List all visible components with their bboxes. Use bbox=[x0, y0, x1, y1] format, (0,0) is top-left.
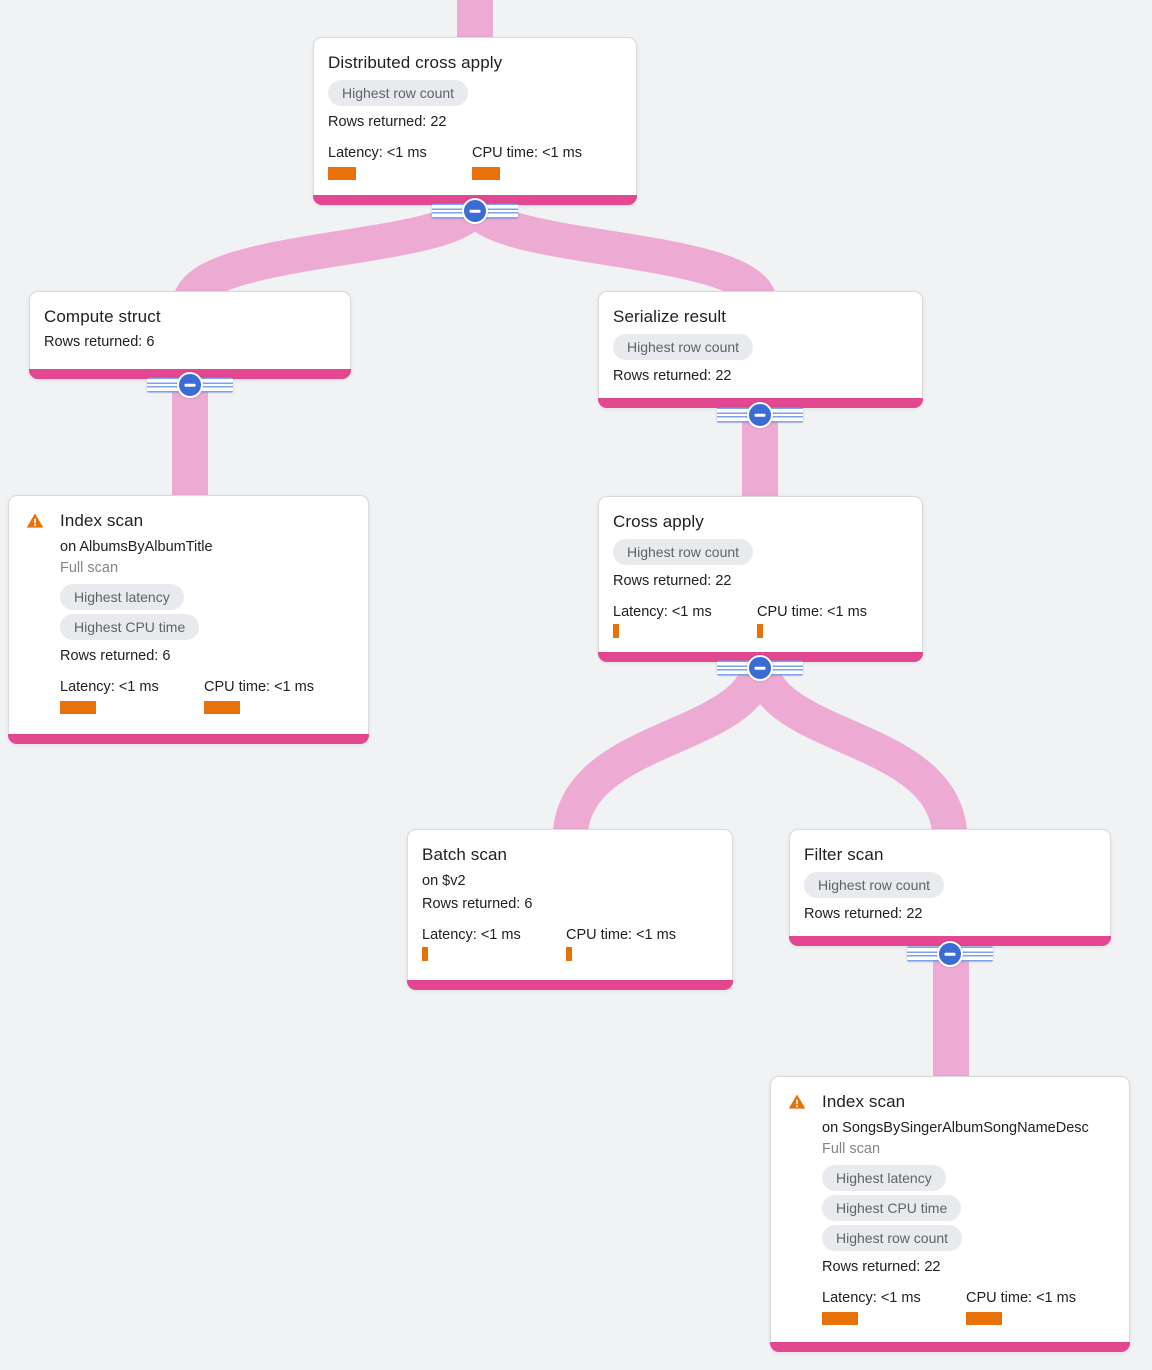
latency-label: Latency: <1 ms bbox=[60, 679, 159, 695]
rows-returned: Rows returned: 22 bbox=[328, 114, 447, 130]
edge-filter-index bbox=[933, 948, 969, 1083]
cpu-time-label: CPU time: <1 ms bbox=[472, 145, 582, 161]
latency-label: Latency: <1 ms bbox=[328, 145, 427, 161]
node-title: Batch scan bbox=[422, 845, 508, 864]
cpu-time-bar bbox=[966, 1312, 1002, 1325]
badge-highest-cpu-time: Highest CPU time bbox=[822, 1195, 962, 1221]
edge-root-serialize-result bbox=[457, 197, 778, 309]
badge-highest-row-count: Highest row count bbox=[804, 872, 945, 898]
node-serialize-result[interactable]: Serialize result Highest row count Rows … bbox=[598, 291, 923, 408]
minus-icon bbox=[937, 941, 963, 967]
rows-returned: Rows returned: 22 bbox=[804, 906, 923, 922]
node-distributed-cross-apply[interactable]: Distributed cross apply Highest row coun… bbox=[313, 37, 637, 205]
node-title: Index scan bbox=[60, 511, 144, 530]
rows-returned: Rows returned: 6 bbox=[44, 334, 155, 350]
node-compute-struct[interactable]: Compute struct Rows returned: 6 bbox=[29, 291, 351, 379]
node-title: Compute struct bbox=[44, 307, 161, 326]
rows-returned: Rows returned: 22 bbox=[613, 368, 732, 384]
scan-type-label: Full scan bbox=[822, 1141, 881, 1157]
minus-icon bbox=[177, 372, 203, 398]
collapse-button-serialize-result[interactable] bbox=[717, 402, 803, 428]
badge-highest-row-count: Highest row count bbox=[822, 1225, 963, 1251]
node-footer-bar bbox=[770, 1342, 1130, 1352]
latency-label: Latency: <1 ms bbox=[822, 1290, 921, 1306]
minus-icon bbox=[462, 198, 488, 224]
cpu-time-bar bbox=[566, 947, 572, 961]
node-subtitle: on SongsBySingerAlbumSongNameDesc bbox=[822, 1120, 1089, 1136]
node-title: Index scan bbox=[822, 1092, 906, 1111]
collapse-button-filter-scan[interactable] bbox=[907, 941, 993, 967]
latency-bar bbox=[328, 167, 356, 180]
cpu-time-label: CPU time: <1 ms bbox=[566, 927, 676, 943]
collapse-button-compute-struct[interactable] bbox=[147, 372, 233, 398]
badge-highest-row-count: Highest row count bbox=[613, 334, 754, 360]
badge-highest-latency: Highest latency bbox=[60, 584, 184, 610]
rows-returned: Rows returned: 6 bbox=[60, 648, 171, 664]
node-footer-bar bbox=[407, 980, 733, 990]
edge-cross-filter-scan bbox=[742, 656, 968, 842]
edge-cross-batch-scan bbox=[552, 656, 778, 842]
minus-icon bbox=[747, 655, 773, 681]
badge-highest-latency: Highest latency bbox=[822, 1165, 946, 1191]
node-subtitle: on $v2 bbox=[422, 873, 466, 889]
node-title: Serialize result bbox=[613, 307, 727, 326]
cpu-time-label: CPU time: <1 ms bbox=[966, 1290, 1076, 1306]
latency-bar bbox=[613, 624, 619, 638]
cpu-time-label: CPU time: <1 ms bbox=[204, 679, 314, 695]
node-filter-scan[interactable]: Filter scan Highest row count Rows retur… bbox=[789, 829, 1111, 946]
rows-returned: Rows returned: 22 bbox=[822, 1259, 941, 1275]
latency-label: Latency: <1 ms bbox=[422, 927, 521, 943]
node-title: Distributed cross apply bbox=[328, 53, 503, 72]
minus-icon bbox=[747, 402, 773, 428]
latency-bar bbox=[422, 947, 428, 961]
node-batch-scan[interactable]: Batch scan on $v2 Rows returned: 6 Laten… bbox=[407, 829, 733, 990]
node-index-scan-songs[interactable]: Index scan on SongsBySingerAlbumSongName… bbox=[770, 1076, 1130, 1352]
cpu-time-label: CPU time: <1 ms bbox=[757, 604, 867, 620]
warning-triangle-icon bbox=[25, 511, 45, 531]
cpu-time-bar bbox=[757, 624, 763, 638]
badge-highest-row-count: Highest row count bbox=[328, 80, 469, 106]
node-footer-bar bbox=[8, 734, 369, 744]
badge-highest-row-count: Highest row count bbox=[613, 539, 754, 565]
latency-label: Latency: <1 ms bbox=[613, 604, 712, 620]
cpu-time-bar bbox=[472, 167, 500, 180]
node-cross-apply[interactable]: Cross apply Highest row count Rows retur… bbox=[598, 496, 923, 662]
collapse-button-cross-apply[interactable] bbox=[717, 655, 803, 681]
node-index-scan-albums[interactable]: Index scan on AlbumsByAlbumTitle Full sc… bbox=[8, 495, 369, 744]
node-subtitle: on AlbumsByAlbumTitle bbox=[60, 539, 213, 555]
latency-bar bbox=[822, 1312, 858, 1325]
rows-returned: Rows returned: 22 bbox=[613, 573, 732, 589]
edge-root-compute-struct bbox=[172, 197, 493, 309]
rows-returned: Rows returned: 6 bbox=[422, 896, 533, 912]
scan-type-label: Full scan bbox=[60, 560, 119, 576]
node-title: Cross apply bbox=[613, 512, 704, 531]
latency-bar bbox=[60, 701, 96, 714]
node-title: Filter scan bbox=[804, 845, 884, 864]
cpu-time-bar bbox=[204, 701, 240, 714]
collapse-button-distributed-cross-apply[interactable] bbox=[432, 198, 518, 224]
warning-triangle-icon bbox=[787, 1092, 807, 1112]
badge-highest-cpu-time: Highest CPU time bbox=[60, 614, 200, 640]
